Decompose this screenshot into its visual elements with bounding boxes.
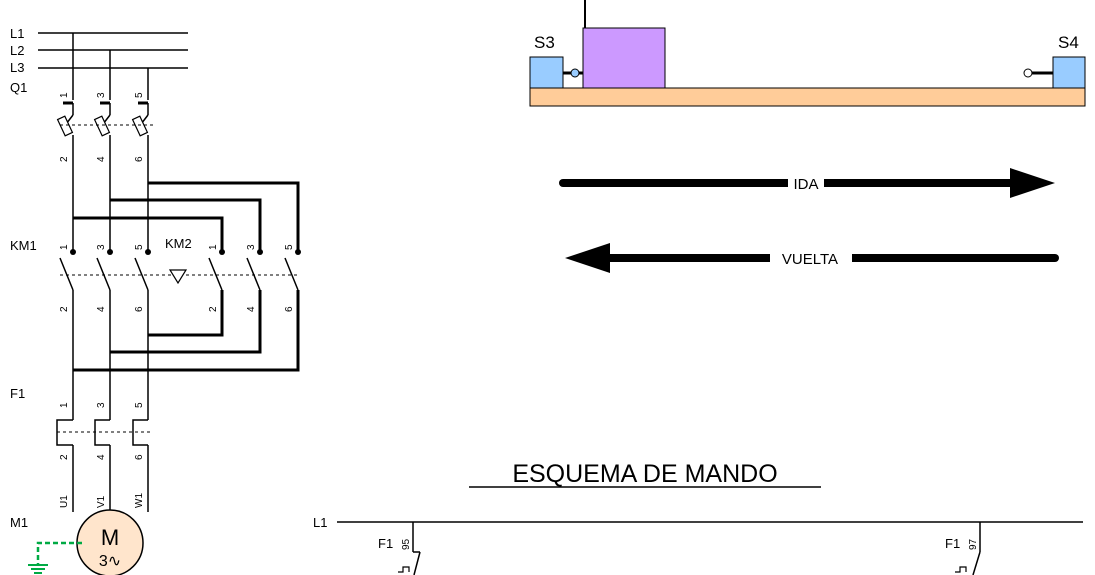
power-circuit: L1 L2 L3 Q1 KM1 [10,26,301,575]
s4-roller-icon [1023,68,1033,78]
line-label-l1: L1 [10,26,24,41]
vuelta-arrowhead-icon [565,243,610,273]
q1-label: Q1 [10,80,27,95]
km1-terminal-4: 4 [96,306,107,312]
crossover-top-l1 [73,216,224,250]
s3-roller-icon [570,68,580,78]
s4-label: S4 [1058,33,1079,52]
motor-phase: 3∿ [99,553,121,570]
motor-terminal-u1: U1 [59,495,70,508]
rail [529,87,1086,107]
interlock-triangle-icon [168,269,188,285]
motor-terminal-w1: W1 [134,493,145,508]
q1-terminal-3: 3 [96,92,107,98]
km2-label: KM2 [165,236,192,251]
f1-terminal-1: 1 [59,402,70,408]
f1-terminal-95: 95 [401,538,412,550]
crossover-bottom-l3 [73,290,300,372]
mechanism: S3 S4 IDA VUELTA [529,0,1086,273]
limit-switch-s3 [529,56,564,89]
km2-contacts [208,249,301,291]
limit-switch-s4 [1052,56,1086,89]
control-diagram-title: ESQUEMA DE MANDO [512,460,777,488]
motor-symbol: M [101,525,119,550]
f1-right-label: F1 [945,536,960,551]
line-label-l2: L2 [10,43,24,58]
km1-terminal-2: 2 [59,306,70,312]
crossover-bottom-l2 [110,290,262,354]
crossover-top-l3 [148,181,300,250]
terminal-numbers: 1 3 5 2 4 6 1 3 5 2 4 6 1 3 5 2 4 6 1 3 … [59,92,295,508]
q1-terminal-1: 1 [59,92,70,98]
km2-terminal-1: 1 [208,244,219,250]
f1-label: F1 [10,386,25,401]
crossover-bottom-l1 [148,290,224,337]
ida-label: IDA [793,176,818,193]
vuelta-label-bg [770,249,852,267]
km1-contacts [59,249,151,370]
q1-terminal-4: 4 [96,156,107,162]
carriage [582,27,666,89]
f1-terminal-3: 3 [96,402,107,408]
q1-fuses [56,114,155,137]
vuelta-label: VUELTA [782,251,838,268]
f1-thermal-relay [56,370,150,512]
ground-icon [28,541,82,574]
km1-terminal-5: 5 [134,244,145,250]
km1-terminal-3: 3 [96,244,107,250]
crossover-top-l2 [110,198,262,250]
ida-label-bg [788,174,824,192]
f1-terminal-4: 4 [96,454,107,460]
km2-terminal-6: 6 [284,306,295,312]
motor-terminal-v1: V1 [96,495,107,508]
f1-nc-contact [398,522,421,575]
km2-terminal-5: 5 [284,244,295,250]
km2-terminal-2: 2 [208,306,219,312]
line-label-l3: L3 [10,60,24,75]
km2-terminal-3: 3 [246,244,257,250]
m1-label: M1 [10,515,28,530]
f1-terminal-6: 6 [134,454,145,460]
control-circuit: ESQUEMA DE MANDO L1 F1 95 F1 97 [313,460,1083,575]
f1-terminal-5: 5 [134,402,145,408]
f1-terminal-97: 97 [968,538,979,550]
ida-arrowhead-icon [1010,168,1055,198]
q1-terminal-2: 2 [59,156,70,162]
f1-left-label: F1 [378,536,393,551]
f1-terminal-2: 2 [59,454,70,460]
q1-terminal-6: 6 [134,156,145,162]
km1-terminal-1: 1 [59,244,70,250]
km1-terminal-6: 6 [134,306,145,312]
control-line-label-l1: L1 [313,515,327,530]
q1-terminal-5: 5 [134,92,145,98]
km2-terminal-4: 4 [246,306,257,312]
km1-label: KM1 [10,238,37,253]
f1-no-contact [955,522,981,575]
s3-label: S3 [534,33,555,52]
